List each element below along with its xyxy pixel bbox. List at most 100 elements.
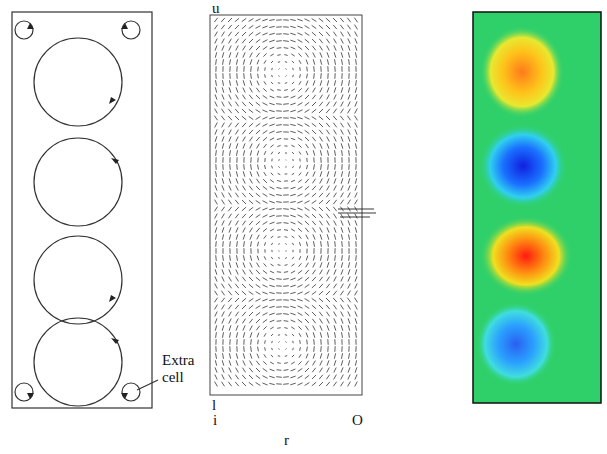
vector-stroke <box>348 220 350 225</box>
vector-stroke <box>298 221 303 224</box>
vector-stroke <box>228 298 232 302</box>
vector-stroke <box>236 157 237 163</box>
vector-stroke <box>327 221 330 226</box>
vector-stroke <box>222 164 223 170</box>
vector-stroke <box>242 284 246 288</box>
vector-stroke <box>348 291 351 296</box>
vector-stroke <box>292 257 294 259</box>
vector-stroke <box>313 234 315 239</box>
vector-stroke <box>279 69 280 70</box>
vector-stroke <box>284 89 288 91</box>
vector-stroke <box>314 164 315 169</box>
vector-stroke <box>298 180 302 183</box>
vector-stroke <box>341 305 344 310</box>
vector-stroke <box>214 298 217 303</box>
vector-stroke <box>327 346 328 352</box>
vector-stroke <box>214 25 217 30</box>
vector-stroke <box>263 361 266 364</box>
vector-stroke <box>243 179 245 184</box>
vector-stroke <box>290 278 295 280</box>
vector-stroke <box>236 73 237 79</box>
vector-stroke <box>333 116 337 120</box>
vector-stroke <box>313 59 315 64</box>
vector-stroke <box>215 32 218 37</box>
vector-stroke <box>314 241 315 247</box>
vector-stroke <box>215 150 217 156</box>
vector-stroke <box>292 61 294 63</box>
vector-stroke <box>299 67 301 71</box>
vector-stroke <box>326 375 329 380</box>
vector-stroke <box>341 186 343 191</box>
vector-stroke <box>249 319 252 323</box>
vector-stroke <box>215 129 217 134</box>
vector-stroke <box>264 256 266 259</box>
vector-stroke <box>320 241 322 247</box>
vector-stroke <box>215 241 217 247</box>
vector-stroke <box>215 325 216 330</box>
vector-stroke <box>271 159 272 162</box>
vector-stroke <box>312 95 315 99</box>
vector-stroke <box>278 251 279 252</box>
vector-stroke <box>222 339 223 345</box>
vector-stroke <box>235 18 239 22</box>
vector-stroke <box>270 96 275 98</box>
vector-stroke <box>298 313 303 316</box>
vector-stroke <box>236 52 238 57</box>
vector-stroke <box>283 292 289 294</box>
vector-stroke <box>242 305 246 309</box>
vector-stroke <box>298 187 303 190</box>
vector-stroke <box>229 66 230 72</box>
vector-stroke <box>341 52 343 57</box>
vector-stroke <box>223 171 224 176</box>
vector-stroke <box>312 368 315 372</box>
vector-stroke <box>341 136 343 141</box>
vector-stroke <box>342 59 343 65</box>
vector-stroke <box>355 374 357 379</box>
vector-stroke <box>313 326 316 331</box>
vector-stroke <box>333 25 337 29</box>
vector-stroke <box>341 318 343 323</box>
vector-stroke <box>327 186 330 191</box>
vector-stroke <box>242 375 246 379</box>
vector-stroke <box>215 45 217 50</box>
vector-stroke <box>256 214 261 217</box>
vector-stroke <box>291 362 295 364</box>
vector-stroke <box>283 124 289 125</box>
vector-stroke <box>256 95 260 99</box>
vector-stroke <box>277 362 281 364</box>
vector-stroke <box>229 368 231 373</box>
vector-stroke <box>256 46 260 50</box>
vector-stroke <box>355 73 356 79</box>
vector-stroke <box>312 382 316 386</box>
velocity-frame <box>210 15 362 395</box>
vector-stroke <box>235 305 239 309</box>
vector-stroke <box>283 117 289 118</box>
vector-stroke <box>249 221 253 225</box>
vector-stroke <box>285 61 287 63</box>
vector-stroke <box>320 59 321 64</box>
vector-stroke <box>229 360 231 365</box>
vector-stroke <box>299 60 301 64</box>
vector-stroke <box>313 361 316 366</box>
vector-stroke <box>327 137 330 142</box>
vector-stroke <box>263 124 268 127</box>
vector-stroke <box>320 95 323 100</box>
vector-stroke <box>348 382 351 387</box>
vector-stroke <box>263 179 267 183</box>
vector-stroke <box>277 96 282 98</box>
vector-stroke <box>285 166 286 167</box>
vector-stroke <box>306 263 309 268</box>
vector-stroke <box>334 87 336 92</box>
vector-stroke <box>242 312 246 316</box>
vector-stroke <box>278 257 280 259</box>
vector-stroke <box>249 207 253 210</box>
vector-stroke <box>313 332 315 337</box>
vector-stroke <box>341 164 342 170</box>
vector-stroke <box>270 320 275 322</box>
vector-stroke <box>222 157 223 163</box>
vector-stroke <box>341 277 343 282</box>
vector-stroke <box>229 221 232 226</box>
vector-stroke <box>334 178 336 183</box>
vector-stroke <box>250 150 251 155</box>
vector-stroke <box>257 67 259 72</box>
